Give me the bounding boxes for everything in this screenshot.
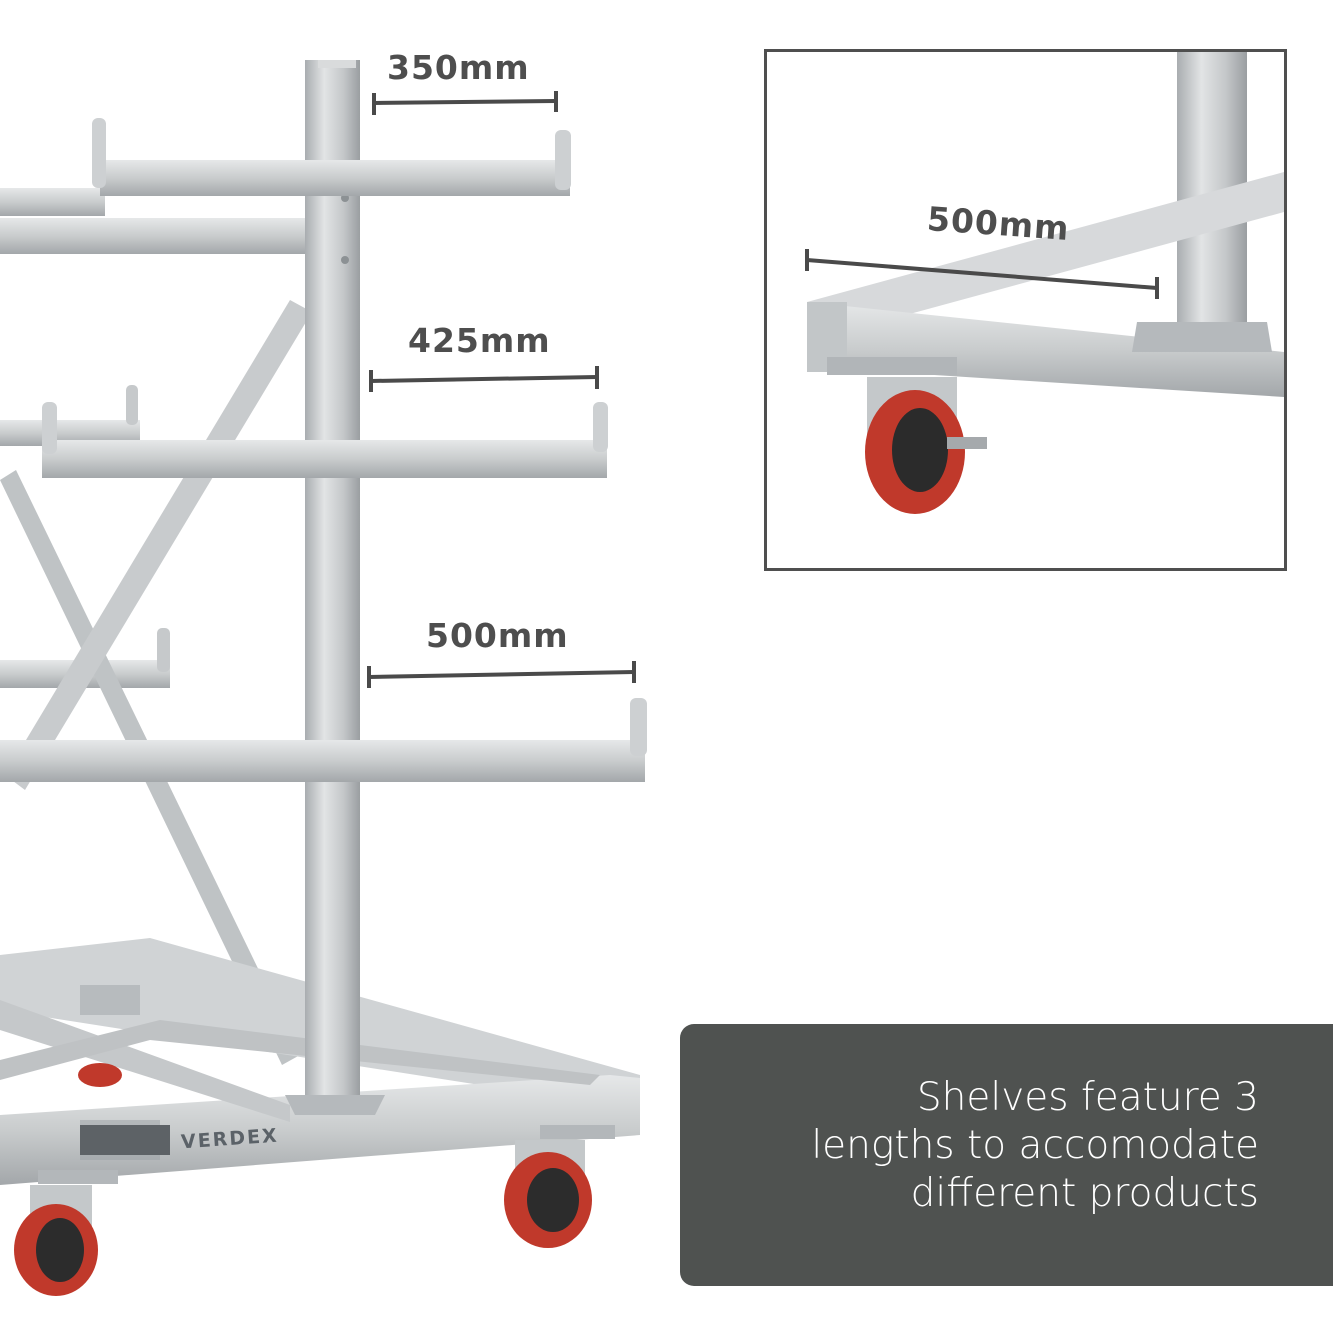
center-post — [285, 60, 385, 1115]
shelf-bottom-length-label: 500mm — [426, 616, 569, 655]
shelf-top-length-label: 350mm — [387, 48, 530, 87]
spec-plate — [80, 1125, 170, 1155]
dimension-lines — [367, 91, 636, 688]
caption-line-1: Shelves feature 3 — [916, 1075, 1259, 1120]
caster-front-left — [14, 1170, 118, 1296]
caster-front-right — [504, 1125, 615, 1248]
caster-detail-photo — [805, 52, 1284, 514]
shelf-middle-length-label: 425mm — [408, 321, 551, 360]
caption-line-2: lengths to accomodate — [811, 1123, 1259, 1168]
caption-line-3: different products — [910, 1171, 1259, 1216]
front-arms — [0, 118, 647, 782]
caption-box: Shelves feature 3 lengths to accomodate … — [680, 1024, 1333, 1286]
caster-rear — [78, 985, 140, 1087]
caster-detail-inset: 500mm — [764, 49, 1287, 571]
